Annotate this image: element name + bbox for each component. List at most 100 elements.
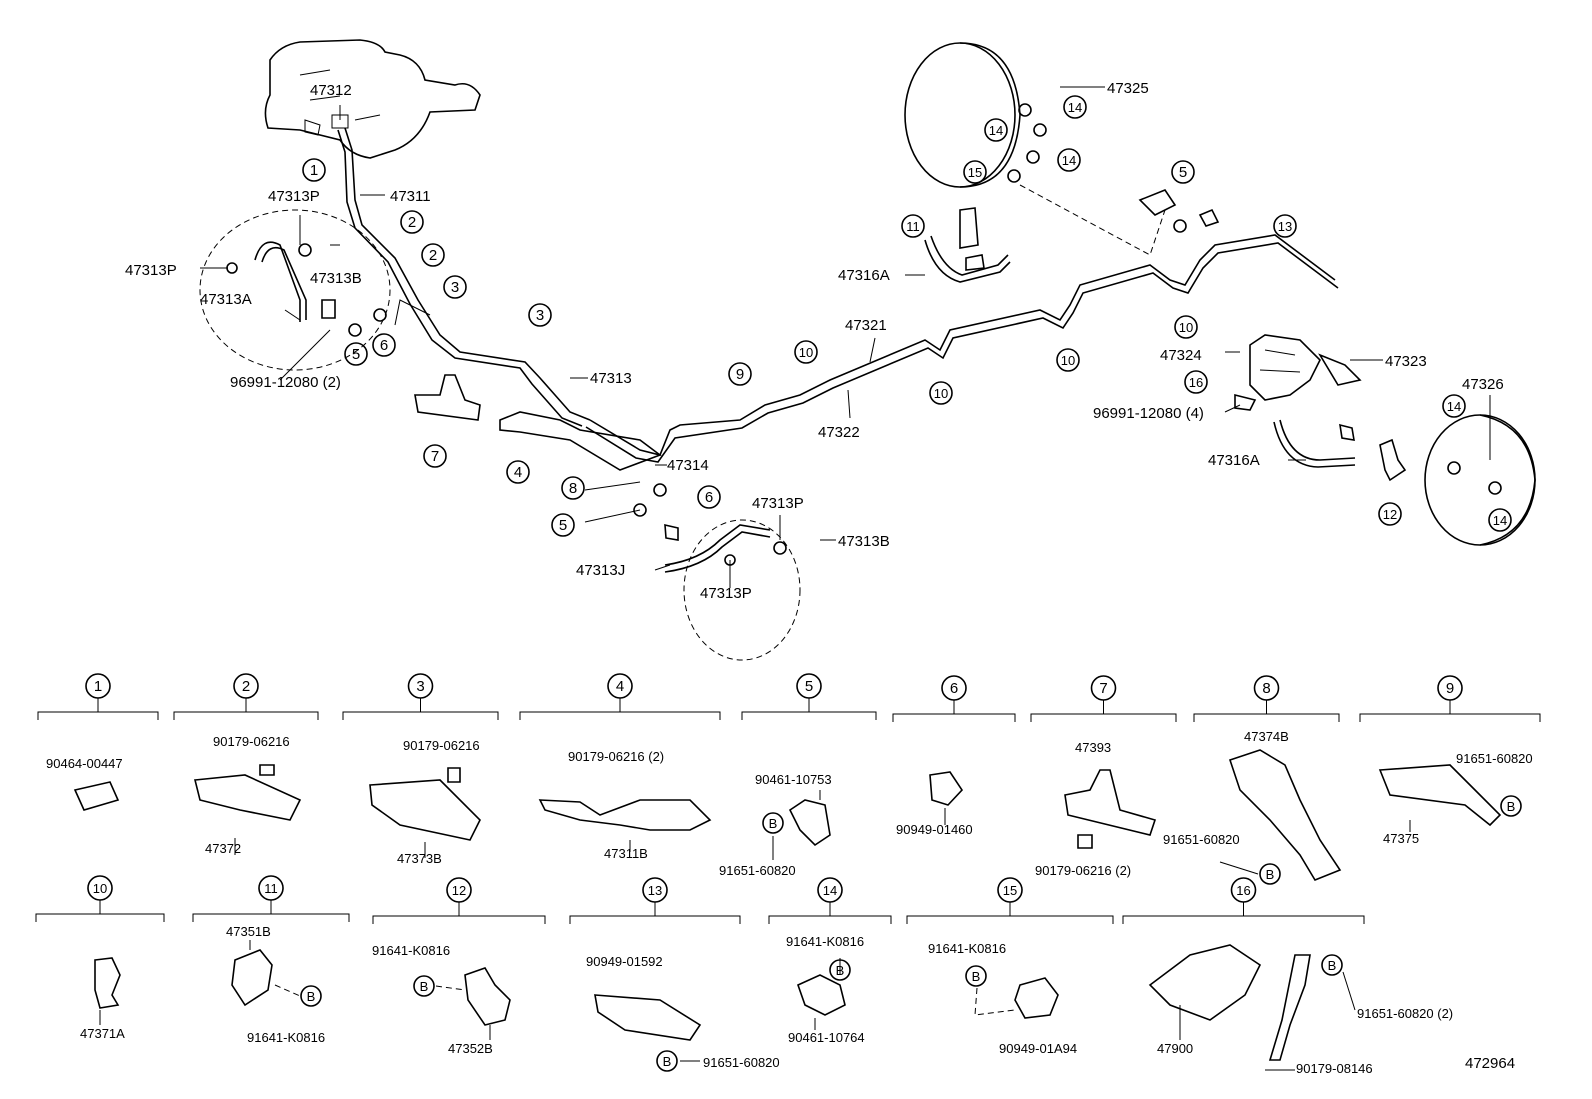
- circled-digit: 14: [1062, 153, 1076, 168]
- part-number-label: 47313P: [268, 188, 320, 205]
- detail-part-label: 91651-60820: [703, 1055, 780, 1070]
- circled-digit: 10: [1061, 353, 1075, 368]
- circled-digit: 6: [380, 337, 388, 354]
- circled-digit: 1: [310, 162, 318, 179]
- detail-part-label: 90179-08146: [1296, 1061, 1373, 1076]
- detail-part-label: 47374B: [1244, 729, 1289, 744]
- circled-digit: 4: [514, 464, 522, 481]
- detail-bracket: [569, 915, 741, 924]
- detail-part-label: 90179-06216 (2): [1035, 863, 1131, 878]
- detail-part-label: 91651-60820: [719, 863, 796, 878]
- circled-number-14: 14: [984, 118, 1008, 142]
- circled-digit: 10: [799, 345, 813, 360]
- circled-ring: [258, 875, 284, 901]
- detail-bracket: [1193, 713, 1340, 722]
- detail-part-label: 90179-06216: [403, 738, 480, 753]
- detail-part-label: 47375: [1383, 831, 1419, 846]
- b-ring: [1321, 954, 1343, 976]
- circled-digit: 16: [1236, 883, 1250, 898]
- b-letter: B: [836, 963, 845, 978]
- detail-part-label: 90949-01460: [896, 822, 973, 837]
- circled-digit: 10: [934, 386, 948, 401]
- b-marker: B: [1321, 954, 1343, 976]
- circled-ring: [551, 513, 575, 537]
- circled-number-6: 6: [697, 485, 721, 509]
- circled-number-5: 5: [1171, 160, 1195, 184]
- circled-number-1: 1: [302, 158, 326, 182]
- circled-number-16: 16: [1184, 370, 1208, 394]
- b-marker: B: [413, 975, 435, 997]
- detail-box-6: 6 90949-01460: [892, 675, 1016, 837]
- flex-hose-left: [254, 241, 301, 322]
- b-ring: [829, 959, 851, 981]
- part-number-label: 47313: [590, 370, 632, 387]
- bracket-47311B-main: [499, 411, 662, 471]
- rear-right-wheel: [1424, 414, 1536, 546]
- circled-ring: [1184, 370, 1208, 394]
- part-number-label: 47313B: [838, 533, 890, 550]
- part-number-label: 47324: [1160, 347, 1202, 364]
- bracket-47393-main: [414, 374, 481, 421]
- circled-digit: 14: [1493, 513, 1507, 528]
- circled-digit: 3: [536, 307, 544, 324]
- circled-ring: [344, 342, 368, 366]
- circled-digit: 3: [416, 678, 424, 695]
- circled-number-10: 10: [929, 381, 953, 405]
- b-ring: [1500, 795, 1522, 817]
- circled-number-11: 11: [258, 875, 284, 901]
- flex-hose-47316A-top: [924, 239, 1011, 283]
- circled-number-2: 2: [233, 673, 259, 699]
- flex-hose-47316A-bottom: [1279, 419, 1356, 461]
- circled-digit: 13: [1278, 219, 1292, 234]
- circled-ring: [1488, 508, 1512, 532]
- diagram-id: 472964: [1465, 1055, 1515, 1072]
- detail-part-label: 47351B: [226, 924, 271, 939]
- left-front-wheel-outline: [199, 209, 391, 371]
- circled-ring: [400, 210, 424, 234]
- part-number-label: 47313P: [125, 262, 177, 279]
- part-number-label: 47326: [1462, 376, 1504, 393]
- b-marker: B: [300, 985, 322, 1007]
- detail-part-label: 90949-01A94: [999, 1041, 1077, 1056]
- part-number-label: 47323: [1385, 353, 1427, 370]
- circled-ring: [506, 460, 530, 484]
- circled-digit: 9: [1446, 680, 1454, 697]
- circled-ring: [1253, 675, 1280, 701]
- detail-bracket: [906, 915, 1114, 924]
- circled-number-8: 8: [561, 476, 585, 500]
- b-letter: B: [663, 1054, 672, 1069]
- b-marker: B: [656, 1050, 678, 1072]
- detail-part-label: 91641-K0816: [247, 1030, 325, 1045]
- circled-number-3: 3: [443, 275, 467, 299]
- detail-bracket: [519, 711, 721, 720]
- circled-digit: 9: [736, 366, 744, 383]
- circled-ring: [85, 673, 111, 699]
- circled-ring: [1056, 348, 1080, 372]
- circled-ring: [302, 158, 326, 182]
- detail-bracket: [342, 711, 499, 720]
- circled-number-15: 15: [997, 877, 1023, 903]
- circled-ring: [997, 877, 1023, 903]
- circled-ring: [1273, 214, 1297, 238]
- detail-sketches: [73, 749, 1502, 1071]
- circled-ring: [372, 333, 396, 357]
- circled-number-1: 1: [85, 673, 111, 699]
- flex-hose-rear-left: [664, 524, 771, 566]
- part-number-label: 47311: [390, 188, 431, 205]
- circled-digit: 13: [648, 883, 662, 898]
- circled-number-14: 14: [1442, 394, 1466, 418]
- b-marker: B: [762, 812, 784, 834]
- circled-digit: 7: [1099, 680, 1107, 697]
- circled-digit: 11: [906, 219, 920, 234]
- circled-number-6: 6: [941, 675, 967, 701]
- circled-ring: [233, 673, 259, 699]
- circled-number-2: 2: [421, 243, 445, 267]
- circled-digit: 8: [1262, 680, 1270, 697]
- b-letter: B: [420, 979, 429, 994]
